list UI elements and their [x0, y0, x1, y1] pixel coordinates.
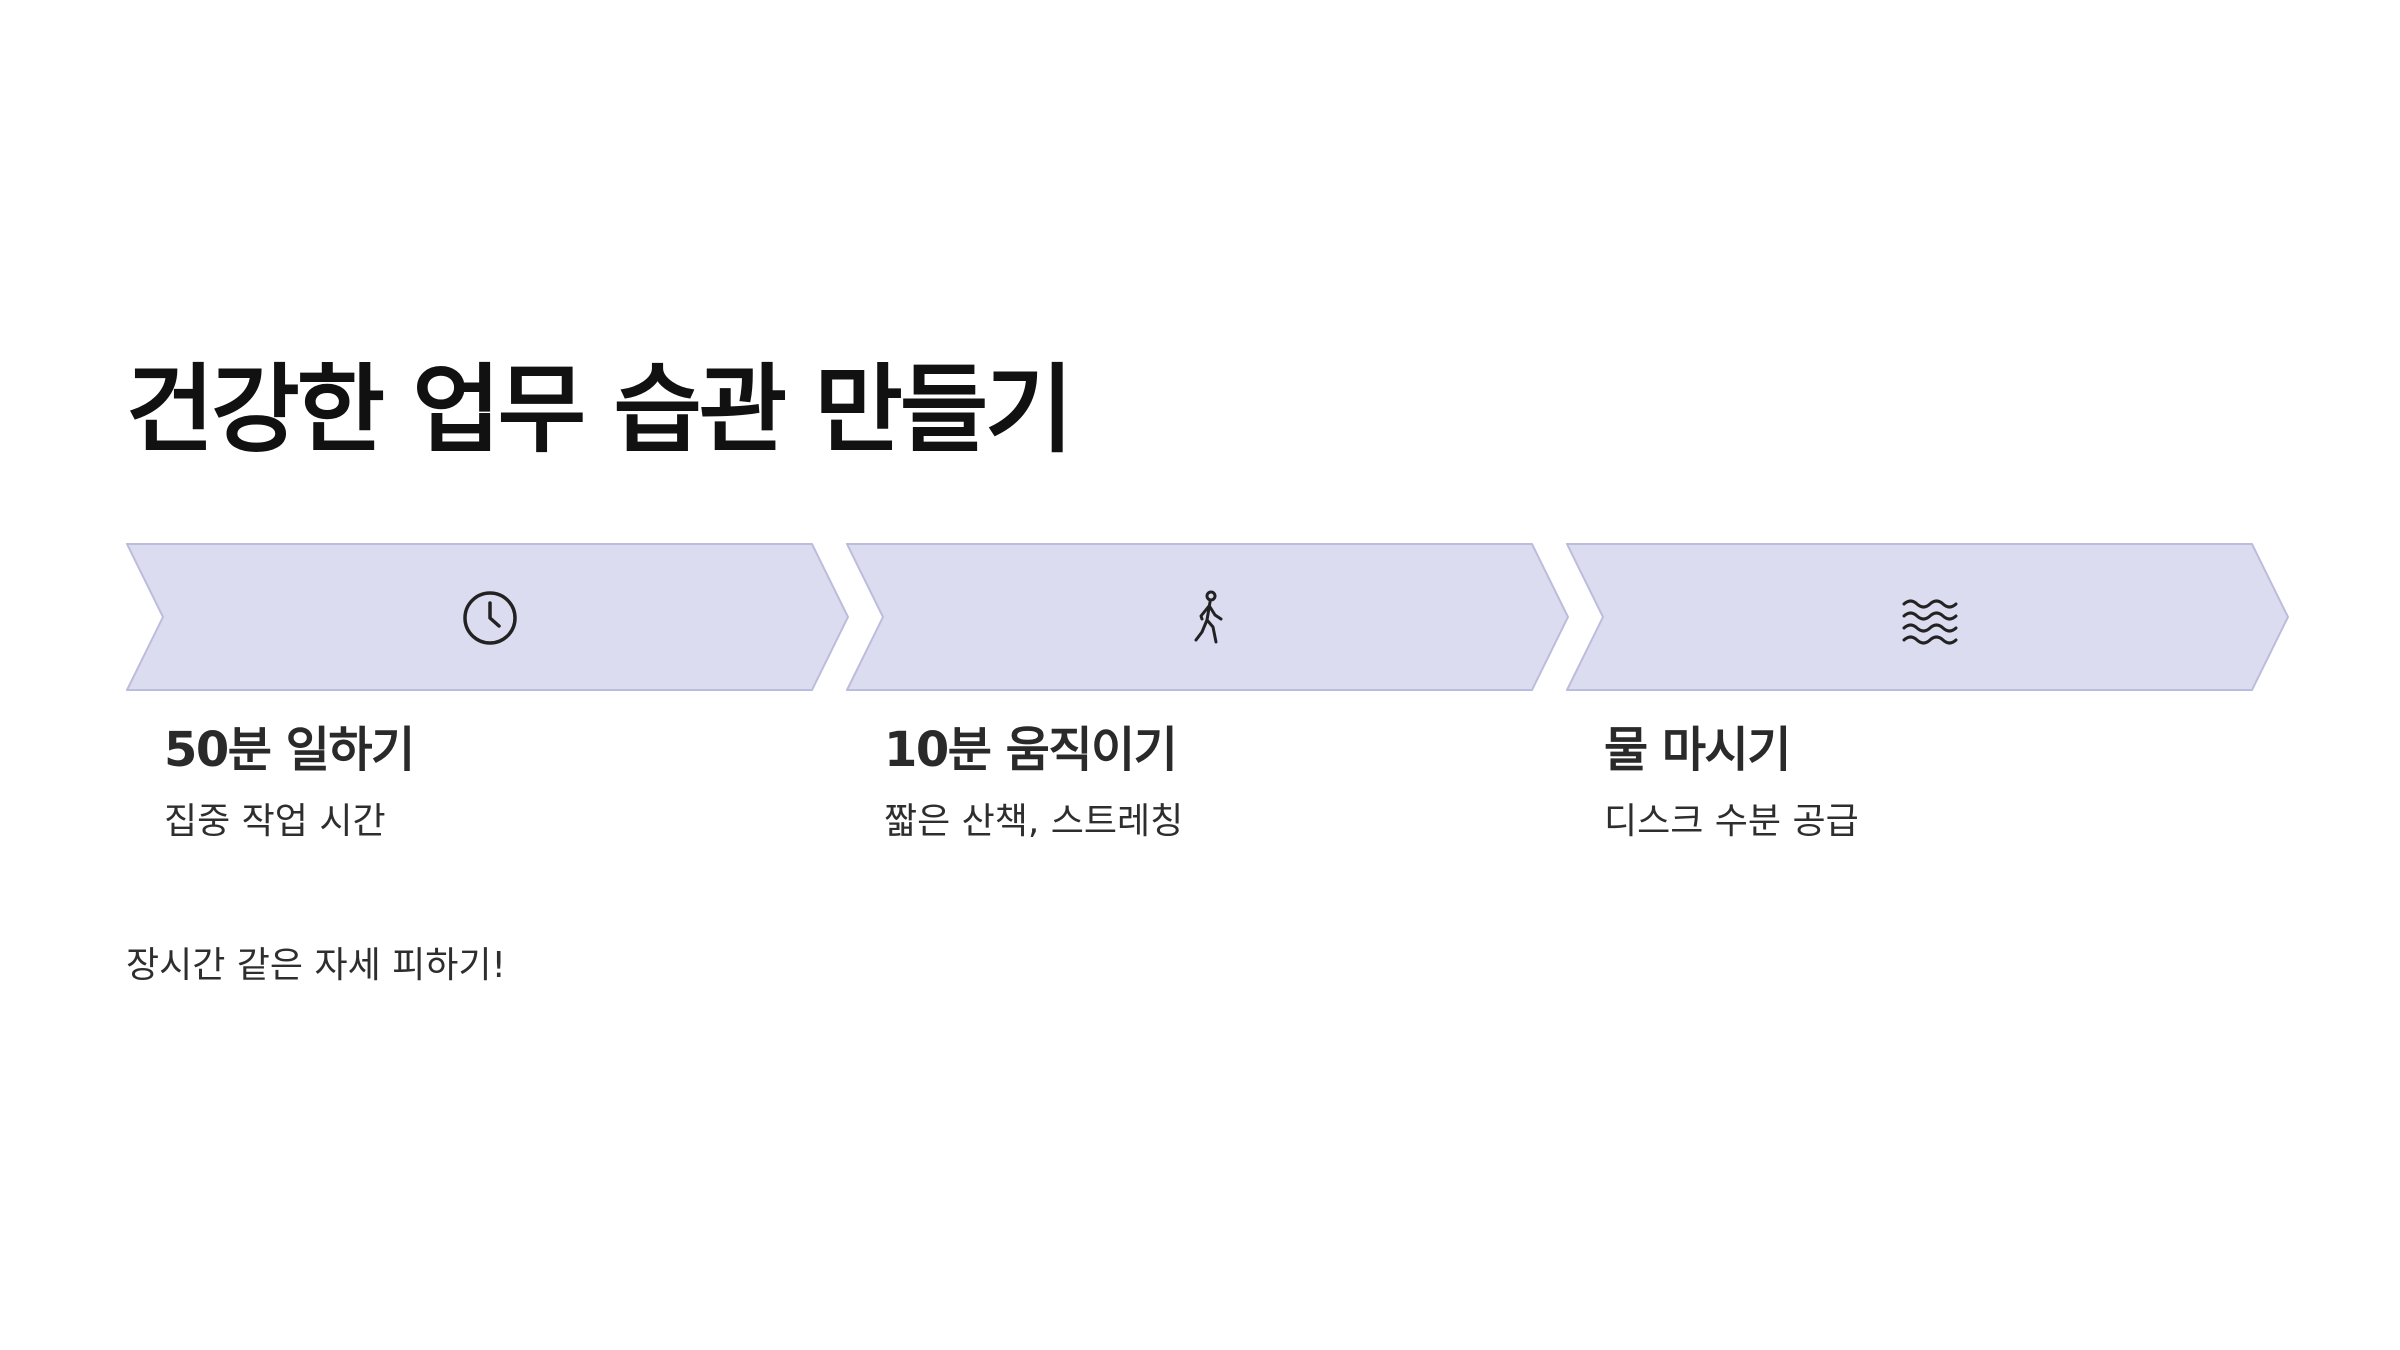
- process-steps: [126, 543, 2290, 691]
- step-title: 물 마시기: [1604, 722, 1791, 778]
- walking-person-icon: [1181, 589, 1239, 647]
- step-description: 집중 작업 시간: [164, 801, 386, 842]
- clock-icon: [461, 589, 519, 647]
- step-description: 짧은 산책, 스트레칭: [884, 801, 1184, 842]
- page-title: 건강한 업무 습관 만들기: [126, 354, 1073, 466]
- step-3-chevron: [1566, 543, 2290, 691]
- step-1-chevron: [126, 543, 850, 691]
- footnote: 장시간 같은 자세 피하기!: [126, 945, 506, 986]
- step-1-text: 50분 일하기 집중 작업 시간: [164, 720, 844, 846]
- step-2-chevron: [846, 543, 1570, 691]
- water-waves-icon: [1901, 589, 1959, 647]
- step-title: 10분 움직이기: [884, 722, 1178, 778]
- step-3-text: 물 마시기 디스크 수분 공급: [1604, 720, 2284, 846]
- step-title: 50분 일하기: [164, 722, 415, 778]
- step-description: 디스크 수분 공급: [1604, 801, 1859, 842]
- step-2-text: 10분 움직이기 짧은 산책, 스트레칭: [884, 720, 1564, 846]
- chevron-shape: [126, 543, 850, 691]
